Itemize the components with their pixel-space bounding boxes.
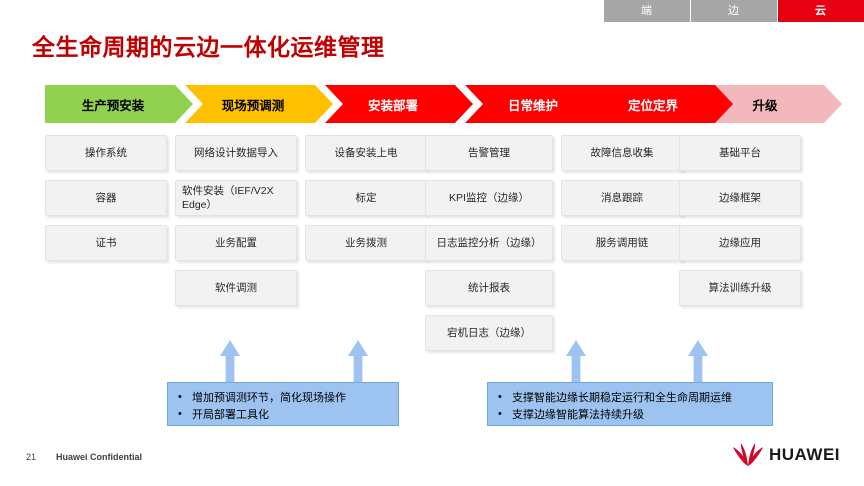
- up-arrow-icon-2: [348, 340, 368, 382]
- tab-duan[interactable]: 端: [604, 0, 690, 22]
- stage-label-5: 定位定界: [627, 98, 678, 113]
- item-label: 告警管理: [468, 146, 510, 159]
- item-label: 软件安装（IEF/V2X Edge）: [182, 184, 274, 211]
- callout-left: 增加预调测环节，简化现场操作 开局部署工具化: [167, 382, 399, 426]
- stage-column-2: 网络设计数据导入 软件安装（IEF/V2X Edge） 业务配置 软件调测: [175, 135, 297, 315]
- confidential-label: Huawei Confidential: [56, 452, 143, 462]
- item-label: 网络设计数据导入: [194, 146, 278, 159]
- item-box[interactable]: 告警管理: [425, 135, 553, 171]
- huawei-logo: HUAWEI: [733, 443, 840, 467]
- item-box[interactable]: 边缘应用: [679, 225, 801, 261]
- item-label: 边缘框架: [719, 191, 761, 204]
- item-box[interactable]: 业务配置: [175, 225, 297, 261]
- item-label: 消息跟踪: [601, 191, 643, 204]
- item-label: 设备安装上电: [334, 146, 398, 159]
- item-box[interactable]: 边缘框架: [679, 180, 801, 216]
- callout-right-bullet-1: 支撑智能边缘长期稳定运行和全生命周期运维: [498, 389, 762, 407]
- item-box[interactable]: 宕机日志（边缘）: [425, 315, 553, 351]
- callout-right-bullet-2: 支撑边缘智能算法持续升级: [498, 406, 762, 424]
- item-label: 宕机日志（边缘）: [447, 326, 531, 339]
- stage-chevron-2[interactable]: 现场预调测: [185, 85, 333, 123]
- item-label: 软件调测: [215, 281, 257, 294]
- item-box[interactable]: KPI监控（边缘）: [425, 180, 553, 216]
- stage-column-5: 故障信息收集 消息跟踪 服务调用链: [561, 135, 683, 270]
- item-label: 边缘应用: [719, 236, 761, 249]
- item-label: 业务拨测: [345, 236, 387, 249]
- tab-yun[interactable]: 云: [777, 0, 864, 22]
- up-arrow-icon-4: [688, 340, 708, 382]
- stage-chevron-3[interactable]: 安装部署: [325, 85, 473, 123]
- item-box[interactable]: 消息跟踪: [561, 180, 683, 216]
- item-label: 容器: [95, 191, 117, 204]
- stage-chevron-4[interactable]: 日常维护: [465, 85, 613, 123]
- tab-duan-label: 端: [641, 4, 653, 17]
- tab-bian-label: 边: [728, 4, 740, 17]
- item-label: 证书: [95, 236, 117, 249]
- stage-label-3: 安装部署: [367, 98, 418, 113]
- item-box[interactable]: 故障信息收集: [561, 135, 683, 171]
- item-box[interactable]: 证书: [45, 225, 167, 261]
- page-number: 21: [26, 452, 37, 462]
- item-box[interactable]: 标定: [305, 180, 427, 216]
- item-box[interactable]: 服务调用链: [561, 225, 683, 261]
- huawei-wordmark: HUAWEI: [769, 445, 840, 464]
- item-box[interactable]: 基础平台: [679, 135, 801, 171]
- stage-column-6: 基础平台 边缘框架 边缘应用 算法训练升级: [679, 135, 801, 315]
- item-label: 服务调用链: [595, 236, 649, 249]
- item-label: 算法训练升级: [708, 281, 772, 294]
- stage-label-2: 现场预调测: [221, 98, 285, 113]
- item-box[interactable]: 软件安装（IEF/V2X Edge）: [175, 180, 297, 216]
- tab-bian[interactable]: 边: [690, 0, 777, 22]
- stage-column-4: 告警管理 KPI监控（边缘） 日志监控分析（边缘） 统计报表 宕机日志（边缘）: [425, 135, 553, 360]
- stage-label-6: 升级: [752, 98, 778, 113]
- stage-label-4: 日常维护: [507, 98, 558, 113]
- item-label: 基础平台: [719, 146, 761, 159]
- item-label: 操作系统: [85, 146, 127, 159]
- huawei-flower-icon: [733, 443, 763, 466]
- stage-column-1: 操作系统 容器 证书: [45, 135, 167, 270]
- item-box[interactable]: 业务拨测: [305, 225, 427, 261]
- item-label: 标定: [355, 191, 377, 204]
- up-arrow-icon-1: [220, 340, 240, 382]
- up-arrow-icon-3: [566, 340, 586, 382]
- item-label: 统计报表: [468, 281, 510, 294]
- item-label: 业务配置: [215, 236, 257, 249]
- callout-left-bullet-2: 开局部署工具化: [178, 406, 388, 424]
- callout-left-bullet-1: 增加预调测环节，简化现场操作: [178, 389, 388, 407]
- item-label: KPI监控（边缘）: [449, 191, 529, 204]
- stage-chevron-1[interactable]: 生产预安装: [45, 85, 193, 123]
- stage-label-1: 生产预安装: [81, 98, 145, 113]
- item-box[interactable]: 网络设计数据导入: [175, 135, 297, 171]
- item-box[interactable]: 操作系统: [45, 135, 167, 171]
- stage-column-3: 设备安装上电 标定 业务拨测: [305, 135, 427, 270]
- page-title: 全生命周期的云边一体化运维管理: [32, 34, 385, 60]
- item-label: 故障信息收集: [590, 146, 654, 159]
- item-box[interactable]: 设备安装上电: [305, 135, 427, 171]
- item-box[interactable]: 日志监控分析（边缘）: [425, 225, 553, 261]
- tab-yun-label: 云: [815, 4, 827, 17]
- item-box[interactable]: 统计报表: [425, 270, 553, 306]
- item-box[interactable]: 容器: [45, 180, 167, 216]
- item-box[interactable]: 软件调测: [175, 270, 297, 306]
- callout-right: 支撑智能边缘长期稳定运行和全生命周期运维 支撑边缘智能算法持续升级: [487, 382, 773, 426]
- item-label: 日志监控分析（边缘）: [436, 236, 542, 249]
- top-tab-bar: 端 边 云: [604, 0, 864, 22]
- process-stage-bar: 生产预安装 现场预调测 安装部署 日常维护 定位定界 升级: [45, 85, 802, 123]
- item-box[interactable]: 算法训练升级: [679, 270, 801, 306]
